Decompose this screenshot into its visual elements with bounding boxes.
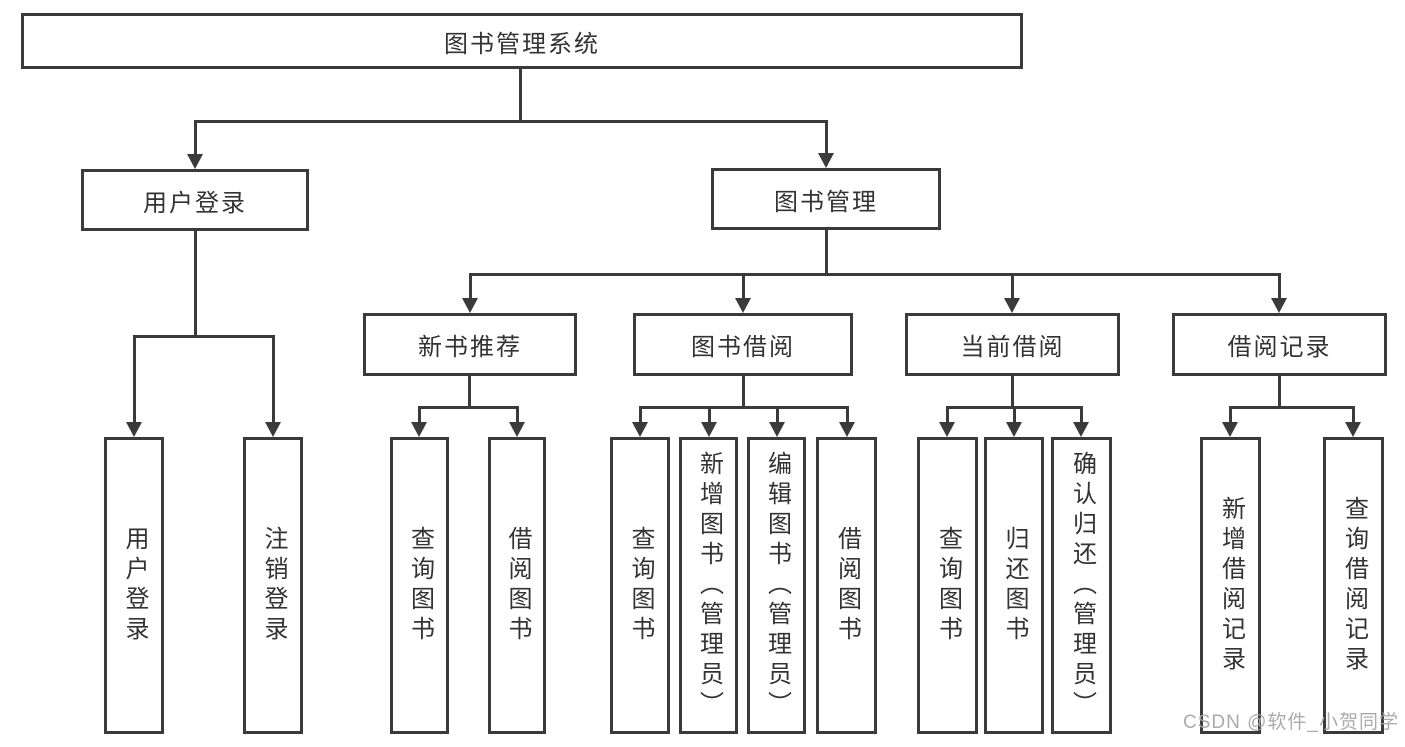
node-new-book-recommendation: 新书推荐 xyxy=(363,313,577,376)
node-library-system: 图书管理系统 xyxy=(21,13,1023,69)
leaf-confirm-return-admin-label: 确认归还（管理员） xyxy=(1068,450,1096,721)
node-book-management-label: 图书管理 xyxy=(774,188,878,216)
arrow-down-icon xyxy=(1222,422,1238,437)
leaf-confirm-return-admin: 确认归还（管理员） xyxy=(1051,437,1112,734)
node-user-login: 用户登录 xyxy=(81,169,309,231)
arrow-down-icon xyxy=(769,422,785,437)
node-book-management: 图书管理 xyxy=(711,168,941,230)
connector-hline xyxy=(469,273,1281,276)
node-new-book-recommendation-label: 新书推荐 xyxy=(418,334,522,361)
leaf-query-books-recommend-label: 查询图书 xyxy=(406,525,434,646)
node-book-borrowing: 图书借阅 xyxy=(633,313,853,376)
node-library-system-label: 图书管理系统 xyxy=(444,30,600,58)
arrow-down-icon xyxy=(509,422,525,437)
leaf-user-login-label: 用户登录 xyxy=(121,525,148,646)
leaf-return-books: 归还图书 xyxy=(984,437,1044,734)
leaf-query-books-current-label: 查询图书 xyxy=(934,525,962,646)
node-borrowing-records-label: 借阅记录 xyxy=(1227,334,1332,361)
leaf-add-borrow-record: 新增借阅记录 xyxy=(1200,437,1261,734)
leaf-query-borrow-record: 查询借阅记录 xyxy=(1323,437,1384,734)
connector-vline xyxy=(194,120,197,156)
leaf-borrow-books-recommend: 借阅图书 xyxy=(488,437,546,734)
connector-vline xyxy=(708,406,711,424)
connector-hline xyxy=(418,406,519,409)
connector-vline xyxy=(825,120,828,155)
leaf-add-books-admin: 新增图书（管理员） xyxy=(679,437,738,734)
connector-vline xyxy=(1278,376,1281,409)
connector-vline xyxy=(742,376,745,409)
arrow-down-icon xyxy=(1006,422,1022,437)
leaf-user-login: 用户登录 xyxy=(104,437,164,734)
leaf-borrow-books-recommend-label: 借阅图书 xyxy=(504,525,531,646)
leaf-edit-books-admin: 编辑图书（管理员） xyxy=(747,437,806,734)
connector-hline xyxy=(194,120,828,123)
connector-vline xyxy=(418,406,421,424)
connector-hline xyxy=(639,406,849,409)
arrow-down-icon xyxy=(839,422,855,437)
leaf-query-borrow-record-label: 查询借阅记录 xyxy=(1340,495,1368,676)
watermark: CSDN @软件_小贺同学 xyxy=(1183,712,1399,733)
leaf-add-books-admin-label: 新增图书（管理员） xyxy=(695,450,723,721)
connector-vline xyxy=(846,406,849,424)
connector-vline xyxy=(1011,273,1014,300)
arrow-down-icon xyxy=(1345,422,1361,437)
node-current-borrowing: 当前借阅 xyxy=(905,313,1120,376)
connector-vline xyxy=(1011,376,1014,409)
connector-vline xyxy=(776,406,779,424)
arrow-down-icon xyxy=(818,153,834,168)
leaf-logout: 注销登录 xyxy=(243,437,303,734)
leaf-query-books-borrowing: 查询图书 xyxy=(610,437,670,734)
arrow-down-icon xyxy=(462,298,478,313)
arrow-down-icon xyxy=(126,422,142,437)
connector-vline xyxy=(133,335,136,424)
connector-vline xyxy=(946,406,949,424)
arrow-down-icon xyxy=(632,422,648,437)
connector-vline xyxy=(194,231,197,338)
connector-vline xyxy=(469,273,472,300)
arrow-down-icon xyxy=(1073,422,1089,437)
connector-hline xyxy=(1229,406,1355,409)
connector-hline xyxy=(133,335,275,338)
connector-vline xyxy=(468,376,471,409)
leaf-add-borrow-record-label: 新增借阅记录 xyxy=(1217,495,1245,676)
connector-vline xyxy=(519,69,522,123)
arrow-down-icon xyxy=(1004,298,1020,313)
arrow-down-icon xyxy=(411,422,427,437)
leaf-query-books-current: 查询图书 xyxy=(917,437,978,734)
arrow-down-icon xyxy=(187,154,203,169)
arrow-down-icon xyxy=(1271,298,1287,313)
leaf-borrow-books-borrowing-label: 借阅图书 xyxy=(833,525,861,646)
connector-vline xyxy=(1278,273,1281,300)
connector-vline xyxy=(1080,406,1083,424)
node-borrowing-records: 借阅记录 xyxy=(1172,313,1387,376)
arrow-down-icon xyxy=(265,422,281,437)
connector-vline xyxy=(1013,406,1016,424)
connector-vline xyxy=(825,230,828,276)
leaf-query-books-borrowing-label: 查询图书 xyxy=(627,525,654,646)
connector-vline xyxy=(272,335,275,424)
arrow-down-icon xyxy=(939,422,955,437)
leaf-logout-label: 注销登录 xyxy=(260,525,287,646)
connector-vline xyxy=(516,406,519,424)
connector-vline xyxy=(1229,406,1232,424)
arrow-down-icon xyxy=(735,298,751,313)
connector-vline xyxy=(639,406,642,424)
leaf-return-books-label: 归还图书 xyxy=(1001,525,1028,646)
node-user-login-label: 用户登录 xyxy=(143,189,247,217)
leaf-query-books-recommend: 查询图书 xyxy=(390,437,449,734)
connector-vline xyxy=(1352,406,1355,424)
arrow-down-icon xyxy=(701,422,717,437)
node-current-borrowing-label: 当前借阅 xyxy=(960,334,1065,361)
leaf-borrow-books-borrowing: 借阅图书 xyxy=(816,437,877,734)
connector-vline xyxy=(742,273,745,300)
leaf-edit-books-admin-label: 编辑图书（管理员） xyxy=(763,450,791,721)
node-book-borrowing-label: 图书借阅 xyxy=(691,334,795,361)
